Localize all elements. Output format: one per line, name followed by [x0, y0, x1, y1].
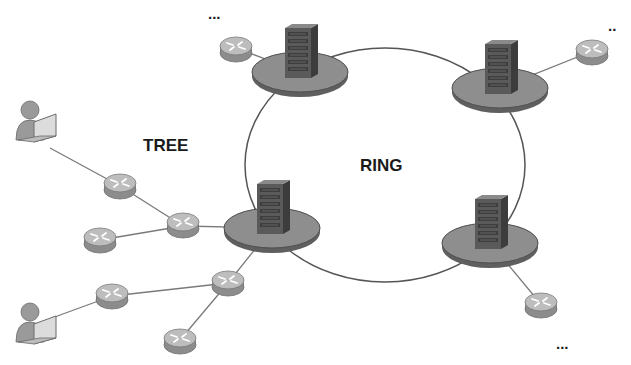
server-node [224, 180, 320, 253]
router-symbol [220, 37, 252, 62]
continuation-mark: ... [208, 6, 221, 21]
user-icon [16, 303, 56, 344]
server-node [252, 24, 348, 97]
continuation-mark: ... [556, 336, 569, 351]
group-label: TREE [143, 137, 188, 154]
user-icon [16, 101, 56, 142]
router-symbol [96, 284, 128, 309]
router-symbol [104, 174, 136, 199]
server-node [442, 195, 538, 268]
router-symbol [525, 293, 557, 318]
continuation-mark: .. [608, 18, 616, 33]
server-node [452, 40, 548, 113]
router-symbol [164, 329, 196, 354]
router-symbol [167, 213, 199, 238]
router-symbol [576, 40, 608, 65]
router-symbol [212, 271, 244, 296]
router-symbol [84, 228, 116, 253]
group-label: RING [360, 157, 403, 174]
